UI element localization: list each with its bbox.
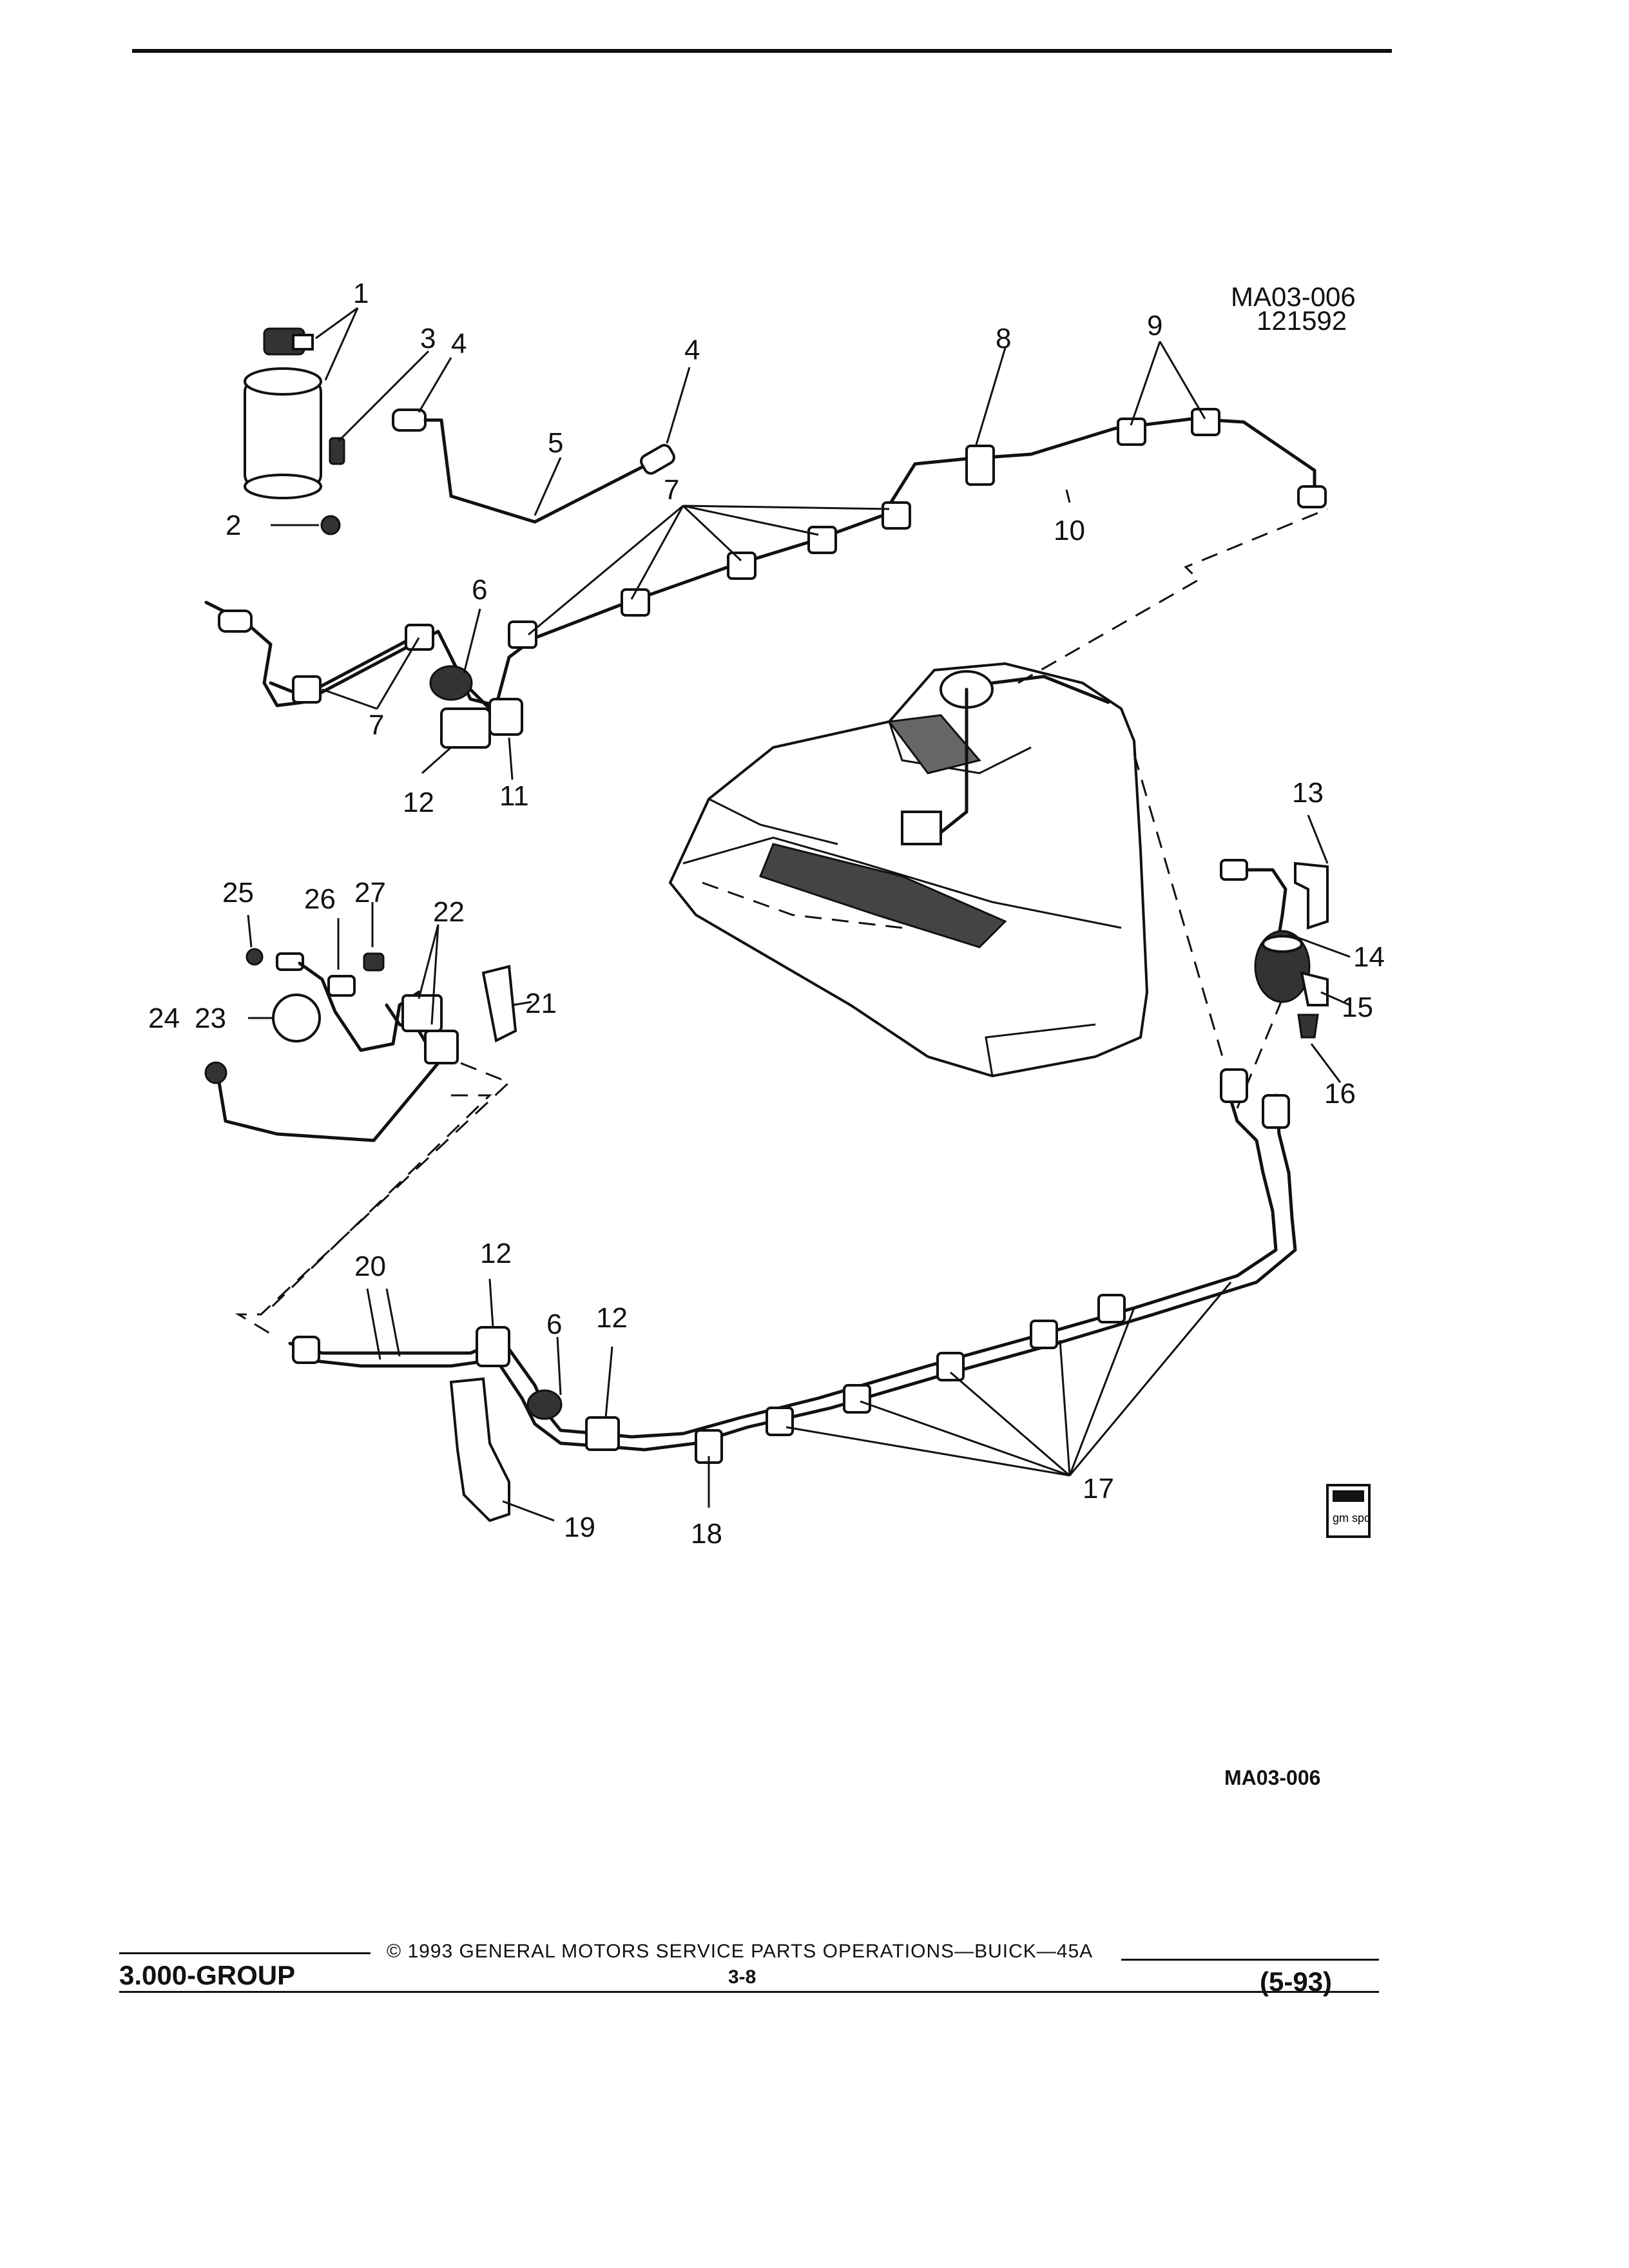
front-line-assembly <box>204 948 517 1142</box>
callout-12a: 12 <box>403 787 434 818</box>
callout-3: 3 <box>420 323 436 354</box>
figure-ref-bottom: MA03-006 <box>1224 1766 1320 1789</box>
callout-6b: 6 <box>546 1309 562 1340</box>
callout-23: 23 <box>195 1003 226 1034</box>
footer-date: (5-93) <box>1260 1966 1333 1997</box>
callout-14: 14 <box>1353 941 1385 973</box>
footer-rule-right <box>1121 1959 1379 1961</box>
top-rule <box>132 49 1392 53</box>
callout-10: 10 <box>1054 515 1085 546</box>
lower-fuel-line-assembly <box>288 1068 1297 1523</box>
callout-7b: 7 <box>369 709 384 741</box>
figure-ref-top: MA03-006 <box>1231 282 1356 312</box>
footer-rule-bottom <box>119 1991 1379 1993</box>
callout-1: 1 <box>353 278 369 309</box>
callout-26: 26 <box>304 883 336 915</box>
callout-8: 8 <box>996 323 1011 354</box>
callout-18: 18 <box>691 1518 722 1550</box>
footer-group: 3.000-GROUP <box>119 1960 296 1990</box>
callout-27: 27 <box>354 877 386 908</box>
vapor-canister <box>244 327 345 535</box>
callout-15: 15 <box>1342 992 1373 1023</box>
footer-rule-left <box>119 1952 371 1954</box>
callout-6a: 6 <box>472 574 487 606</box>
callout-12b: 12 <box>480 1238 512 1269</box>
figure-date-code: 121592 <box>1257 305 1347 336</box>
callout-12c: 12 <box>596 1302 628 1334</box>
callout-11: 11 <box>499 780 529 812</box>
callout-20: 20 <box>354 1251 386 1282</box>
callout-17: 17 <box>1083 1473 1114 1504</box>
tube-5 <box>392 408 675 524</box>
callout-22: 22 <box>433 896 465 928</box>
callout-21: 21 <box>525 988 557 1019</box>
footer-copyright: © 1993 GENERAL MOTORS SERVICE PARTS OPER… <box>387 1941 1094 1962</box>
fuel-tank <box>668 662 1149 1078</box>
callout-4b: 4 <box>684 334 700 366</box>
callout-7a: 7 <box>664 474 679 506</box>
fuel-filter-assembly <box>1220 859 1329 1039</box>
logo-text: gm spo <box>1333 1512 1371 1524</box>
upper-fuel-line-assembly <box>204 408 1327 749</box>
callout-19: 19 <box>564 1512 595 1543</box>
callout-25: 25 <box>222 877 254 908</box>
callout-4a: 4 <box>451 328 467 360</box>
callout-9: 9 <box>1147 310 1162 341</box>
callout-16: 16 <box>1324 1078 1356 1110</box>
callout-13: 13 <box>1292 777 1324 809</box>
callout-2: 2 <box>226 510 241 541</box>
callout-5: 5 <box>548 427 563 459</box>
gm-spo-logo: gm spo <box>1326 1484 1371 1538</box>
callout-24: 24 <box>148 1003 180 1034</box>
footer-page-number: 3-8 <box>728 1966 757 1988</box>
